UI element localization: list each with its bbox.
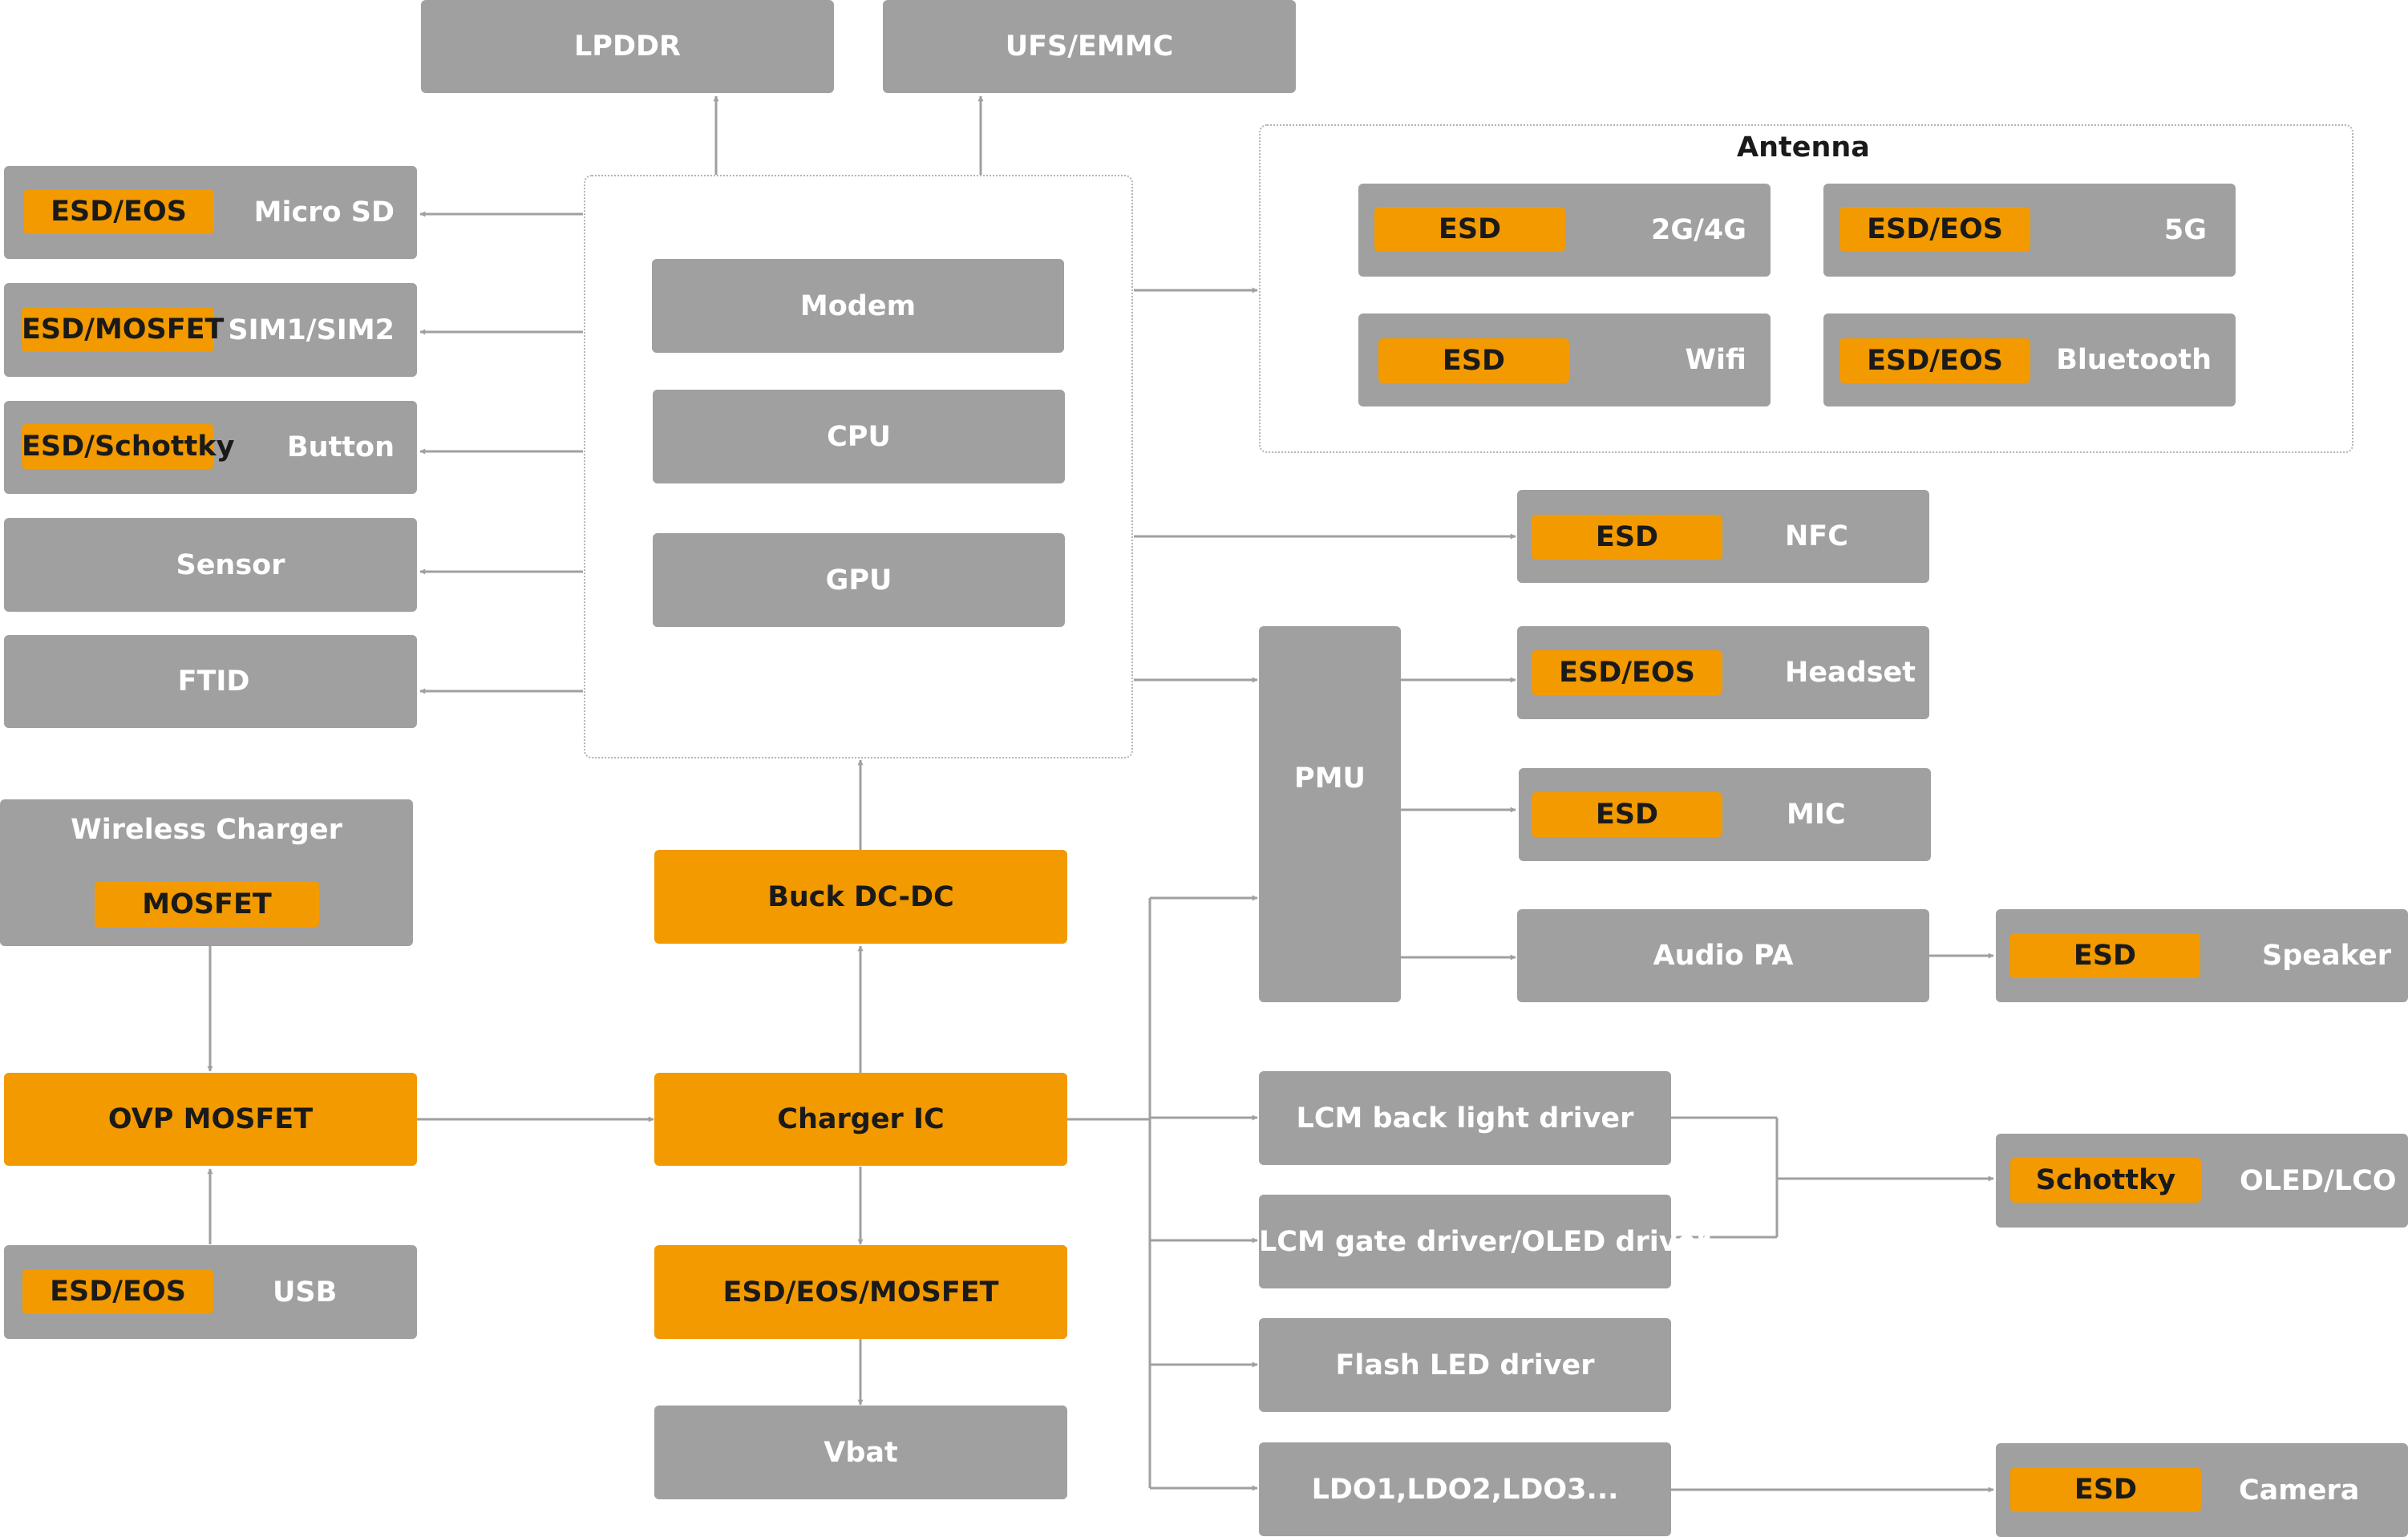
ldo-block: LDO1,LDO2,LDO3...	[1259, 1442, 1671, 1536]
sim-block: ESD/MOSFET SIM1/SIM2	[4, 283, 417, 377]
antenna-wifi-label: Wifi	[1685, 344, 1746, 376]
antenna-container	[1259, 124, 2353, 453]
camera-block: ESD Camera	[1996, 1443, 2408, 1537]
ufs-emmc-label: UFS/EMMC	[1005, 30, 1174, 63]
mic-badge: ESD	[1532, 792, 1722, 837]
nfc-block: ESD NFC	[1517, 490, 1929, 583]
audio-pa-label: Audio PA	[1653, 940, 1794, 972]
esd-eos-mosfet-block: ESD/EOS/MOSFET	[654, 1245, 1067, 1339]
sim-badge: ESD/MOSFET	[22, 307, 224, 352]
micro-sd-label: Micro SD	[253, 196, 395, 229]
lcm-gate-driver-label: LCM gate driver/OLED driver	[1259, 1225, 1710, 1258]
oled-lco-label: OLED/LCO	[2240, 1164, 2397, 1197]
mic-block: ESD MIC	[1519, 768, 1931, 861]
oled-lco-badge: Schottky	[2010, 1158, 2201, 1203]
wireless-charger-badge: MOSFET	[95, 881, 319, 928]
flash-led-driver-block: Flash LED driver	[1259, 1318, 1671, 1412]
vbat-block: Vbat	[654, 1406, 1067, 1499]
ovp-mosfet-block: OVP MOSFET	[4, 1073, 417, 1166]
nfc-badge: ESD	[1532, 515, 1722, 560]
ftid-label: FTID	[177, 665, 250, 698]
buck-dcdc-block: Buck DC-DC	[654, 850, 1067, 944]
cpu-block: CPU	[653, 390, 1065, 483]
antenna-5g-badge: ESD/EOS	[1839, 207, 2030, 252]
usb-label: USB	[273, 1276, 338, 1308]
gpu-label: GPU	[825, 564, 892, 597]
mic-label: MIC	[1787, 799, 1846, 831]
antenna-5g-block: ESD/EOS 5G	[1823, 184, 2236, 277]
antenna-2g4g-block: ESD 2G/4G	[1358, 184, 1771, 277]
nfc-label: NFC	[1785, 520, 1848, 552]
vbat-label: Vbat	[824, 1436, 898, 1469]
antenna-bluetooth-label: Bluetooth	[2056, 344, 2212, 376]
wireless-charger-block: Wireless Charger MOSFET	[0, 799, 413, 946]
antenna-wifi-block: ESD Wifi	[1358, 313, 1771, 406]
lpddr-block: LPDDR	[421, 0, 834, 93]
ovp-mosfet-label: OVP MOSFET	[107, 1103, 314, 1135]
micro-sd-block: ESD/EOS Micro SD	[4, 166, 417, 259]
lcm-backlight-driver-block: LCM back light driver	[1259, 1071, 1671, 1165]
lcm-backlight-driver-label: LCM back light driver	[1296, 1102, 1634, 1135]
ldo-label: LDO1,LDO2,LDO3...	[1311, 1473, 1619, 1506]
speaker-badge: ESD	[2009, 933, 2200, 978]
antenna-2g4g-badge: ESD	[1374, 207, 1565, 252]
charger-ic-block: Charger IC	[654, 1073, 1067, 1166]
antenna-wifi-badge: ESD	[1378, 338, 1569, 383]
micro-sd-badge: ESD/EOS	[23, 189, 214, 234]
cpu-label: CPU	[827, 420, 891, 453]
button-label: Button	[286, 431, 395, 463]
flash-led-driver-label: Flash LED driver	[1335, 1349, 1595, 1381]
headset-badge: ESD/EOS	[1532, 650, 1722, 695]
usb-badge: ESD/EOS	[22, 1269, 213, 1314]
pmu-label: PMU	[1294, 762, 1366, 795]
sensor-block: Sensor	[4, 518, 417, 612]
esd-eos-mosfet-label: ESD/EOS/MOSFET	[722, 1276, 999, 1308]
antenna-bluetooth-badge: ESD/EOS	[1839, 338, 2030, 383]
pmu-block: PMU	[1259, 626, 1401, 1002]
buck-dcdc-label: Buck DC-DC	[767, 880, 954, 913]
audio-pa-block: Audio PA	[1517, 909, 1929, 1002]
antenna-bluetooth-block: ESD/EOS Bluetooth	[1823, 313, 2236, 406]
headset-label: Headset	[1785, 657, 1916, 689]
speaker-block: ESD Speaker	[1996, 909, 2408, 1002]
usb-block: ESD/EOS USB	[4, 1245, 417, 1339]
ftid-block: FTID	[4, 635, 417, 728]
camera-label: Camera	[2239, 1474, 2360, 1507]
lcm-gate-driver-block: LCM gate driver/OLED driver	[1259, 1195, 1710, 1288]
ufs-emmc-block: UFS/EMMC	[883, 0, 1296, 93]
modem-label: Modem	[799, 289, 917, 322]
antenna-5g-label: 5G	[2163, 214, 2207, 246]
charger-ic-label: Charger IC	[777, 1103, 945, 1135]
lpddr-label: LPDDR	[573, 30, 681, 63]
modem-block: Modem	[652, 259, 1064, 353]
gpu-block: GPU	[653, 533, 1065, 627]
speaker-label: Speaker	[2262, 940, 2391, 972]
button-badge: ESD/Schottky	[22, 424, 234, 469]
headset-block: ESD/EOS Headset	[1517, 626, 1929, 719]
button-block: ESD/Schottky Button	[4, 401, 417, 494]
antenna-2g4g-label: 2G/4G	[1651, 214, 1746, 246]
sensor-label: Sensor	[176, 548, 285, 581]
oled-lco-block: Schottky OLED/LCO	[1996, 1134, 2408, 1228]
camera-badge: ESD	[2010, 1467, 2201, 1512]
antenna-title: Antenna	[1737, 131, 1870, 164]
sim-label: SIM1/SIM2	[228, 313, 395, 346]
wireless-charger-label: Wireless Charger	[71, 814, 342, 846]
soc-container	[584, 175, 1133, 758]
